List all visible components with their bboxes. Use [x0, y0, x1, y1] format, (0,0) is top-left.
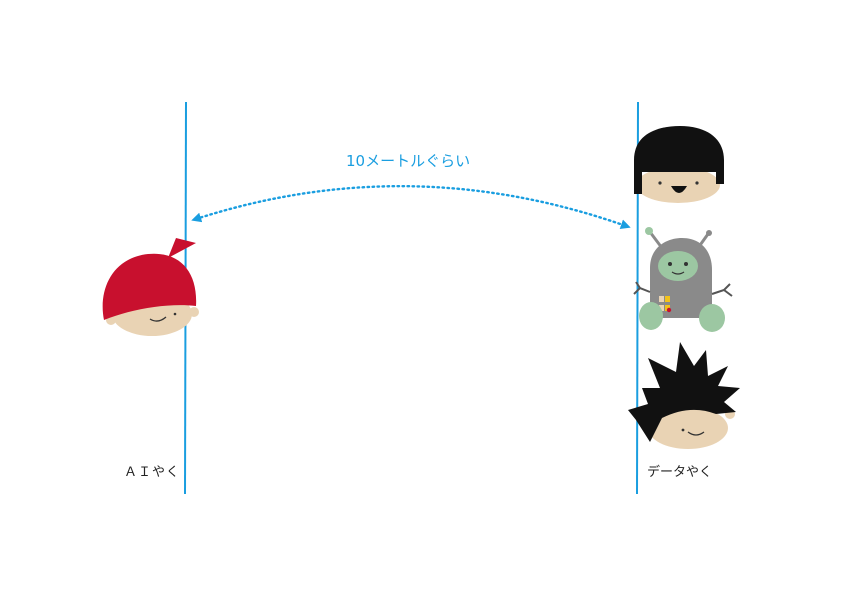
red-cap-kid-icon: [102, 238, 199, 336]
robot-icon: [633, 227, 733, 332]
black-bob-kid-icon: [634, 126, 724, 203]
spiky-hair-kid-icon: [628, 342, 740, 449]
left-role-label: ＡＩやく: [124, 465, 181, 480]
distance-label: 10メートルぐらい: [346, 152, 471, 170]
right-role-label: データやく: [647, 465, 713, 480]
distance-arrow: [191, 185, 631, 230]
